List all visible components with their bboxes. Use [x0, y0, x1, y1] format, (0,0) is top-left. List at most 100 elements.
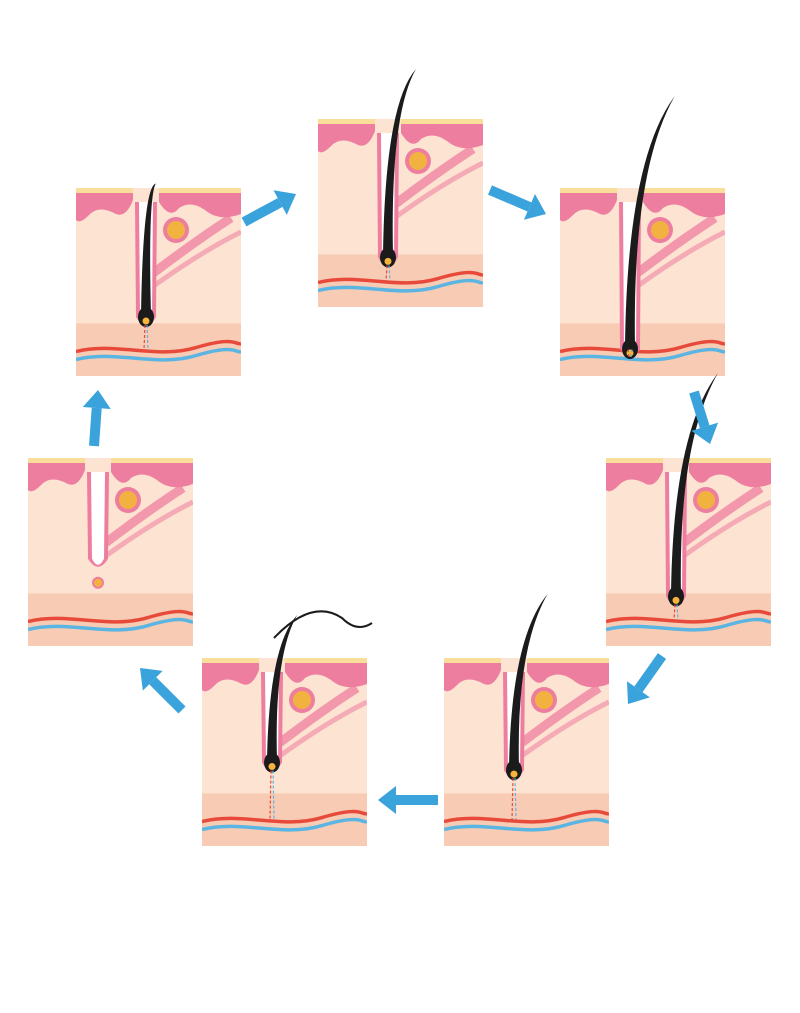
epidermis-right [285, 658, 367, 688]
stratum-corneum-right [285, 658, 367, 663]
artery-line [76, 339, 241, 354]
capillary-red [511, 778, 514, 820]
stratum-corneum-right [159, 188, 241, 193]
hair-shaft [671, 373, 718, 595]
capillary-blue [676, 604, 679, 620]
epidermis-left [202, 658, 259, 692]
muscle-fibre [278, 699, 367, 758]
skin-panel-exogen [202, 610, 373, 846]
epidermis-right [527, 658, 609, 688]
vein-line [318, 278, 483, 293]
hair-shaft [141, 183, 156, 315]
artery-line [318, 270, 483, 285]
dermal-papilla [268, 763, 276, 771]
sebaceous-gland [535, 691, 553, 709]
hair-shaft [383, 69, 416, 256]
stratum-corneum-left [444, 658, 501, 663]
stratum-corneum-right [527, 658, 609, 663]
shedding-hair [273, 610, 373, 639]
epidermis-right [401, 119, 483, 149]
artery-line [202, 809, 367, 824]
arrector-pili-muscle [103, 484, 186, 547]
cycle-arrow-1 [241, 190, 296, 227]
capillary-red [143, 324, 146, 350]
arrow-head [378, 786, 396, 814]
skin-panel-early-anagen [76, 183, 241, 376]
arrow-head [82, 390, 111, 409]
dermal-papilla [510, 770, 518, 778]
epidermis-left [318, 119, 375, 153]
stratum-corneum-left [76, 188, 133, 193]
capillary-blue [514, 778, 517, 820]
arrow-head [691, 422, 719, 444]
dermal-papilla [672, 596, 680, 604]
arrow-shaft [89, 407, 102, 447]
arrector-pili-muscle [519, 684, 602, 747]
cycle-arrow-2 [488, 185, 546, 220]
vein-line [560, 347, 725, 362]
dermal-papilla [384, 257, 392, 265]
arrector-pili-muscle [277, 684, 360, 747]
epidermis-right [643, 188, 725, 218]
sebaceous-gland [167, 221, 185, 239]
vein-line [76, 347, 241, 362]
muscle-fibre [682, 499, 771, 558]
cycle-arrow-5 [378, 786, 438, 814]
epidermis-left [444, 658, 501, 692]
capillary-red [269, 770, 272, 820]
muscle-fibre [394, 160, 483, 219]
artery-line [444, 809, 609, 824]
cycle-arrow-3 [689, 390, 719, 444]
capillary-red [385, 265, 388, 281]
capillary-blue [388, 265, 391, 281]
artery-line [560, 339, 725, 354]
arrow-head [140, 668, 163, 691]
stratum-corneum-left [28, 458, 85, 463]
arrector-pili-muscle [635, 214, 718, 277]
vein-line [606, 617, 771, 632]
sebaceous-gland [119, 491, 137, 509]
stratum-corneum-left [318, 119, 375, 124]
capillary-blue [272, 770, 275, 820]
skin-panel-telogen [444, 594, 609, 846]
epidermis-left [28, 458, 85, 492]
follicle-sheath-inner [91, 472, 105, 565]
muscle-fibre [636, 229, 725, 288]
stratum-corneum-right [401, 119, 483, 124]
hair-shaft [267, 615, 298, 761]
arrector-pili-muscle [393, 145, 476, 208]
arrector-pili-muscle [151, 214, 234, 277]
stratum-corneum-left [606, 458, 663, 463]
epidermis-left [606, 458, 663, 492]
sebaceous-gland [409, 152, 427, 170]
sebaceous-gland [697, 491, 715, 509]
hair-shaft [625, 96, 675, 347]
capillary-red [673, 604, 676, 620]
muscle-fibre [152, 229, 241, 288]
arrow-shaft [689, 390, 710, 429]
vein-line [444, 817, 609, 832]
arrector-pili-muscle [681, 484, 764, 547]
stratum-corneum-right [111, 458, 193, 463]
stratum-corneum-left [202, 658, 259, 663]
epidermis-right [689, 458, 771, 488]
sebaceous-gland [293, 691, 311, 709]
vein-line [202, 817, 367, 832]
stratum-corneum-right [643, 188, 725, 193]
epidermis-left [76, 188, 133, 222]
arrow-head [523, 194, 546, 220]
stratum-corneum-left [560, 188, 617, 193]
cycle-arrow-4 [626, 653, 667, 704]
stratum-corneum-right [689, 458, 771, 463]
capillary-blue [146, 324, 149, 350]
epidermis-right [111, 458, 193, 488]
hair-shaft [509, 594, 548, 769]
artery-line [28, 609, 193, 624]
epidermis-left [560, 188, 617, 222]
cycle-arrow-7 [82, 390, 111, 447]
dermal-papilla [142, 317, 150, 325]
skin-panel-catagen [606, 373, 771, 646]
artery-line [606, 609, 771, 624]
epidermis-right [159, 188, 241, 218]
